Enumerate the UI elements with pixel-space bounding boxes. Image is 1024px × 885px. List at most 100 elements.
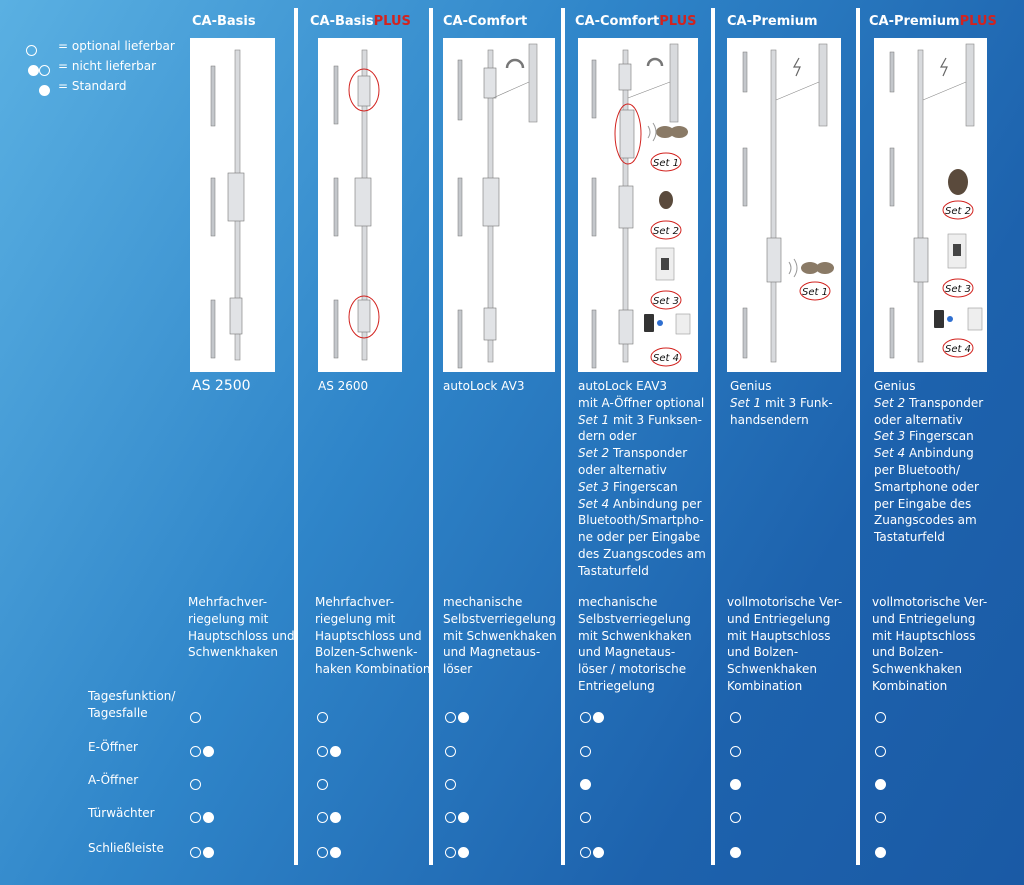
availability-cell-both bbox=[445, 707, 469, 726]
description-line: löser / motorische bbox=[578, 662, 687, 677]
product-image-av3 bbox=[443, 38, 555, 372]
description-ca-basis: Mehrfachver- riegelung mit Hauptschloss … bbox=[188, 594, 295, 661]
column-divider bbox=[561, 8, 565, 865]
empty-circle-icon bbox=[875, 712, 886, 723]
filled-circle-icon bbox=[730, 779, 741, 790]
model-line: autoLock AV3 bbox=[443, 379, 525, 393]
availability-cell-both bbox=[190, 807, 214, 826]
model-line: AS 2500 bbox=[192, 378, 251, 394]
description-line: Mehrfachver- bbox=[315, 595, 395, 609]
availability-cell-both bbox=[580, 707, 604, 726]
model-line: dern oder bbox=[578, 429, 637, 444]
empty-circle-icon bbox=[730, 712, 741, 723]
description-line: Kombination bbox=[872, 678, 948, 693]
description-line: Hauptschloss und bbox=[315, 628, 422, 643]
set-1-label: Set 1 bbox=[653, 158, 679, 169]
model-line: Set 2 Transponder bbox=[874, 395, 984, 410]
description-line: riegelung mit bbox=[188, 611, 269, 626]
set-4-label: Set 4 bbox=[945, 344, 971, 355]
lock-image: Set 1 bbox=[742, 43, 834, 363]
model-line: des Zuangscodes am bbox=[578, 546, 706, 561]
description-line: Selbstverriegelung bbox=[443, 611, 556, 626]
availability-cell-both bbox=[190, 842, 214, 861]
product-image-eav3: Set 1 Set 2 Set 3 Set 4 bbox=[578, 38, 698, 372]
filled-circle-icon bbox=[330, 812, 341, 823]
lock-image: Set 2 Set 3 Set 4 bbox=[889, 43, 983, 363]
column-divider bbox=[856, 8, 860, 865]
not-available-symbol bbox=[39, 60, 50, 80]
empty-circle-icon bbox=[730, 812, 741, 823]
empty-circle-icon bbox=[317, 847, 328, 858]
description-line: und Bolzen- bbox=[727, 645, 799, 660]
availability-cell-empty bbox=[445, 741, 456, 760]
availability-cell-empty bbox=[317, 774, 328, 793]
description-line: und Bolzen- bbox=[872, 645, 944, 660]
description-line: und Magnetaus- bbox=[578, 645, 676, 660]
column-divider bbox=[294, 8, 298, 865]
description-ca-comfort-plus: mechanische Selbstverriegelung mit Schwe… bbox=[578, 594, 692, 695]
availability-cell-both bbox=[317, 741, 341, 760]
legend-standard-text: = Standard bbox=[58, 79, 127, 93]
empty-circle-icon bbox=[190, 847, 201, 858]
description-line: Schwenkhaken bbox=[872, 662, 963, 677]
row-label-e-oeffner: E-Öffner bbox=[88, 739, 138, 756]
model-line: Tastaturfeld bbox=[874, 530, 945, 545]
lock-image bbox=[457, 43, 538, 369]
description-line: mechanische bbox=[578, 595, 658, 609]
availability-cell-both bbox=[445, 807, 469, 826]
availability-cell-empty bbox=[445, 774, 456, 793]
empty-circle-icon bbox=[445, 812, 456, 823]
column-divider bbox=[711, 8, 715, 865]
availability-cell-both bbox=[317, 807, 341, 826]
model-name-ca-comfort-plus: autoLock EAV3 mit A-Öffner optional Set … bbox=[578, 378, 706, 580]
filled-circle-icon bbox=[593, 847, 604, 858]
description-line: Schwenkhaken bbox=[188, 645, 279, 660]
filled-circle-icon bbox=[330, 746, 341, 757]
set-1-label: Set 1 bbox=[802, 287, 828, 298]
product-image-genius-premium: Set 1 bbox=[727, 38, 841, 372]
column-divider bbox=[429, 8, 433, 865]
set-2-label: Set 2 bbox=[945, 206, 971, 217]
filled-circle-icon bbox=[875, 847, 886, 858]
row-label-line: Tagesfalle bbox=[88, 705, 148, 720]
description-line: riegelung mit bbox=[315, 611, 396, 626]
availability-cell-empty bbox=[317, 707, 328, 726]
description-ca-comfort: mechanische Selbstverriegelung mit Schwe… bbox=[443, 594, 557, 678]
column-title-ca-premium-plus: CA-PremiumPLUS bbox=[869, 14, 997, 29]
availability-cell-empty bbox=[875, 707, 886, 726]
availability-cell-empty bbox=[875, 741, 886, 760]
empty-circle-icon bbox=[190, 779, 201, 790]
filled-circle-icon bbox=[203, 812, 214, 823]
description-line: und Entriegelung bbox=[727, 611, 831, 626]
empty-circle-icon bbox=[445, 779, 456, 790]
product-image-genius-premium-plus: Set 2 Set 3 Set 4 bbox=[874, 38, 987, 372]
legend-not-available-text: = nicht lieferbar bbox=[58, 59, 157, 73]
empty-circle-icon bbox=[445, 746, 456, 757]
legend-optional-text: = optional lieferbar bbox=[58, 39, 175, 53]
model-line: AS 2600 bbox=[318, 379, 369, 393]
availability-cell-both bbox=[317, 842, 341, 861]
description-line: mit Schwenkhaken bbox=[578, 628, 692, 643]
description-line: Hauptschloss und bbox=[188, 628, 295, 643]
availability-cell-full bbox=[730, 842, 741, 861]
description-line: Mehrfachver- bbox=[188, 595, 268, 609]
filled-circle-icon bbox=[730, 847, 741, 858]
empty-circle-icon bbox=[580, 812, 591, 823]
filled-circle-icon bbox=[875, 779, 886, 790]
filled-circle-icon bbox=[203, 847, 214, 858]
availability-cell-empty bbox=[875, 807, 886, 826]
row-label-line: Schließleiste bbox=[88, 841, 164, 855]
description-line: Kombination bbox=[727, 678, 803, 693]
filled-circle-icon bbox=[330, 847, 341, 858]
empty-circle-icon bbox=[190, 712, 201, 723]
description-line: haken Kombination bbox=[315, 662, 431, 677]
model-line: oder alternativ bbox=[874, 412, 963, 427]
description-line: mechanische bbox=[443, 595, 523, 609]
row-label-line: Tagesfunktion/ bbox=[88, 689, 176, 703]
model-line: Set 3 Fingerscan bbox=[578, 479, 678, 494]
row-label-line: E-Öffner bbox=[88, 740, 138, 754]
model-line: per Bluetooth/ bbox=[874, 462, 961, 477]
empty-circle-icon bbox=[190, 746, 201, 757]
column-title-ca-basis: CA-Basis bbox=[192, 14, 256, 29]
model-name-ca-comfort: autoLock AV3 bbox=[443, 378, 524, 395]
